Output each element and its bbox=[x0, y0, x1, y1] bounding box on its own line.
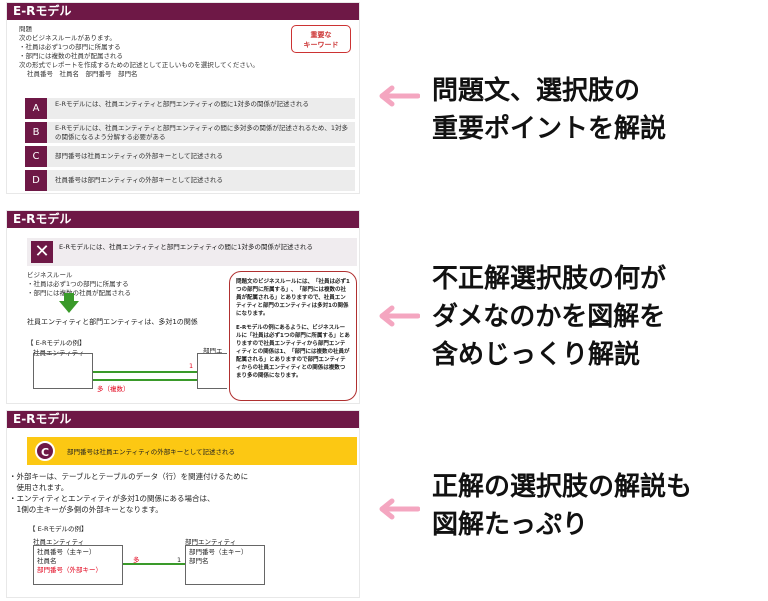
bubble-paragraph-2: E-Rモデルの例にあるように、ビジネスルールに「社員は必ず1つの部門に所属する」… bbox=[236, 325, 350, 379]
entity-1-row: 社員名 bbox=[37, 557, 57, 565]
caption-3: 正解の選択肢の解説も 図解たっぷり bbox=[432, 468, 692, 544]
option-c-icon: C bbox=[35, 441, 55, 461]
cross-icon: ✕ bbox=[31, 241, 53, 263]
entity-1-box bbox=[33, 353, 93, 389]
entity-2-box bbox=[197, 353, 227, 389]
left-arrow-icon bbox=[379, 498, 420, 520]
option-text: E-Rモデルには、社員エンティティと部門エンティティの間に1対多の関係が記述され… bbox=[55, 100, 310, 108]
question-rule-1: ・社員は必ず1つの部門に所属する bbox=[19, 43, 121, 51]
entity-1-row: 部門番号（外部キー） bbox=[37, 566, 102, 574]
relation-line bbox=[123, 563, 185, 565]
rule-2: ・部門には複数の社員が配属される bbox=[27, 289, 131, 297]
many-label: 多（複数） bbox=[97, 385, 130, 393]
correct-option-text: 部門番号は社員エンティティの外部キーとして記述される bbox=[67, 448, 236, 456]
down-arrow-head bbox=[59, 301, 79, 313]
explanation-bubble: 問題文のビジネスルールには、「社員は必ず1つの部門に所属する」、「部門には複数の… bbox=[229, 271, 357, 401]
entity-2-row: 部門番号（主キー） bbox=[189, 548, 248, 556]
business-rules: ビジネスルール ・社員は必ず1つの部門に所属する ・部門には複数の社員が配属され… bbox=[27, 271, 131, 298]
left-arrow-icon bbox=[379, 85, 420, 107]
caption-1: 問題文、選択肢の 重要ポイントを解説 bbox=[432, 72, 666, 148]
question-heading: 問題 bbox=[19, 25, 32, 33]
many-label: 多 bbox=[133, 556, 140, 564]
badge-line-2: キーワード bbox=[303, 41, 339, 49]
note-2b: 1側の主キーが多側の外部キーとなります。 bbox=[9, 505, 163, 514]
caption-2-line-2: ダメなのかを図解を bbox=[432, 302, 666, 332]
option-b: B E-Rモデルには、社員エンティティと部門エンティティの間に多対多の関係が記述… bbox=[25, 122, 355, 143]
wrong-option-box: ✕ E-Rモデルには、社員エンティティと部門エンティティの間に1対多の関係が記述… bbox=[27, 238, 357, 266]
option-d: D 社員番号は部門エンティティの外部キーとして記述される bbox=[25, 170, 355, 191]
caption-1-line-1: 問題文、選択肢の bbox=[432, 76, 641, 106]
option-label: A bbox=[25, 98, 47, 119]
slide-correct-answer: E-Rモデル C 部門番号は社員エンティティの外部キーとして記述される ・外部キ… bbox=[6, 410, 360, 598]
option-text: 社員番号は部門エンティティの外部キーとして記述される bbox=[55, 176, 224, 184]
rule-1: ・社員は必ず1つの部門に所属する bbox=[27, 280, 129, 288]
example-heading: 【 E-Rモデルの例】 bbox=[29, 525, 88, 533]
down-arrow-icon bbox=[64, 293, 74, 302]
note-1: ・外部キーは、テーブルとテーブルのデータ（行）を関連付けるために bbox=[9, 472, 249, 481]
option-label: C bbox=[25, 146, 47, 167]
option-label: B bbox=[25, 122, 47, 143]
caption-3-line-1: 正解の選択肢の解説も bbox=[432, 472, 693, 502]
left-arrow-icon bbox=[379, 305, 420, 327]
notes: ・外部キーは、テーブルとテーブルのデータ（行）を関連付けるために 使用されます。… bbox=[9, 471, 339, 515]
bubble-paragraph-1: 問題文のビジネスルールには、「社員は必ず1つの部門に所属する」、「部門には複数の… bbox=[236, 279, 350, 317]
caption-2: 不正解選択肢の何が ダメなのかを図解を 含めじっくり解説 bbox=[432, 260, 666, 374]
correct-option-box: C 部門番号は社員エンティティの外部キーとして記述される bbox=[27, 437, 357, 465]
option-a: A E-Rモデルには、社員エンティティと部門エンティティの間に1対多の関係が記述… bbox=[25, 98, 355, 119]
keyword-badge: 重要な キーワード bbox=[291, 25, 351, 53]
question-block: 問題 次のビジネスルールがあります。 ・社員は必ず1つの部門に所属する ・部門に… bbox=[19, 25, 299, 79]
slide-title: E-Rモデル bbox=[7, 211, 359, 228]
note-1b: 使用されます。 bbox=[9, 483, 69, 492]
caption-2-line-1: 不正解選択肢の何が bbox=[432, 264, 667, 294]
example-heading-text: 【 E-Rモデルの例】 bbox=[27, 339, 86, 347]
option-text: E-Rモデルには、社員エンティティと部門エンティティの間に多対多の関係が記述され… bbox=[55, 124, 349, 141]
note-2: ・エンティティとエンティティが多対1の関係にある場合は、 bbox=[9, 494, 215, 503]
entity-2-label: 部門エ bbox=[203, 347, 223, 355]
rules-heading: ビジネスルール bbox=[27, 271, 73, 279]
slide-title: E-Rモデル bbox=[7, 3, 359, 20]
entity-1-row: 社員番号（主キー） bbox=[37, 548, 96, 556]
question-rule-2: ・部門には複数の社員が配属される bbox=[19, 52, 123, 60]
caption-1-line-2: 重要ポイントを解説 bbox=[432, 114, 667, 144]
slide-wrong-answer: E-Rモデル ✕ E-Rモデルには、社員エンティティと部門エンティティの間に1対… bbox=[6, 210, 360, 404]
option-c: C 部門番号は社員エンティティの外部キーとして記述される bbox=[25, 146, 355, 167]
one-label: 1 bbox=[177, 556, 182, 564]
entity-2-row: 部門名 bbox=[189, 557, 209, 565]
option-text: 部門番号は社員エンティティの外部キーとして記述される bbox=[55, 152, 224, 160]
entity-1-box: 社員番号（主キー） 社員名 部門番号（外部キー） bbox=[33, 545, 123, 585]
conclusion: 社員エンティティと部門エンティティは、多対1の関係 bbox=[27, 318, 198, 326]
question-intro: 次のビジネスルールがあります。 bbox=[19, 34, 116, 42]
caption-3-line-2: 図解たっぷり bbox=[432, 510, 589, 540]
question-task: 次の形式でレポートを作成するための記述として正しいものを選択してください。 bbox=[19, 61, 259, 69]
relation-line-2 bbox=[93, 379, 197, 381]
wrong-option-text: E-Rモデルには、社員エンティティと部門エンティティの間に1対多の関係が記述され… bbox=[59, 243, 314, 251]
one-label: 1 bbox=[189, 362, 194, 370]
entity-2-label: 部門エンティティ bbox=[185, 538, 237, 546]
question-fields: 社員番号 社員名 部門番号 部門名 bbox=[27, 70, 138, 78]
entity-1-label: 社員エンティティ bbox=[33, 538, 85, 546]
slide-question: E-Rモデル 問題 次のビジネスルールがあります。 ・社員は必ず1つの部門に所属… bbox=[6, 2, 360, 194]
slide-title: E-Rモデル bbox=[7, 411, 359, 428]
badge-line-1: 重要な bbox=[310, 31, 332, 39]
caption-2-line-3: 含めじっくり解説 bbox=[432, 340, 641, 370]
entity-2-box: 部門番号（主キー） 部門名 bbox=[185, 545, 265, 585]
option-label: D bbox=[25, 170, 47, 191]
relation-line-1 bbox=[93, 371, 197, 373]
